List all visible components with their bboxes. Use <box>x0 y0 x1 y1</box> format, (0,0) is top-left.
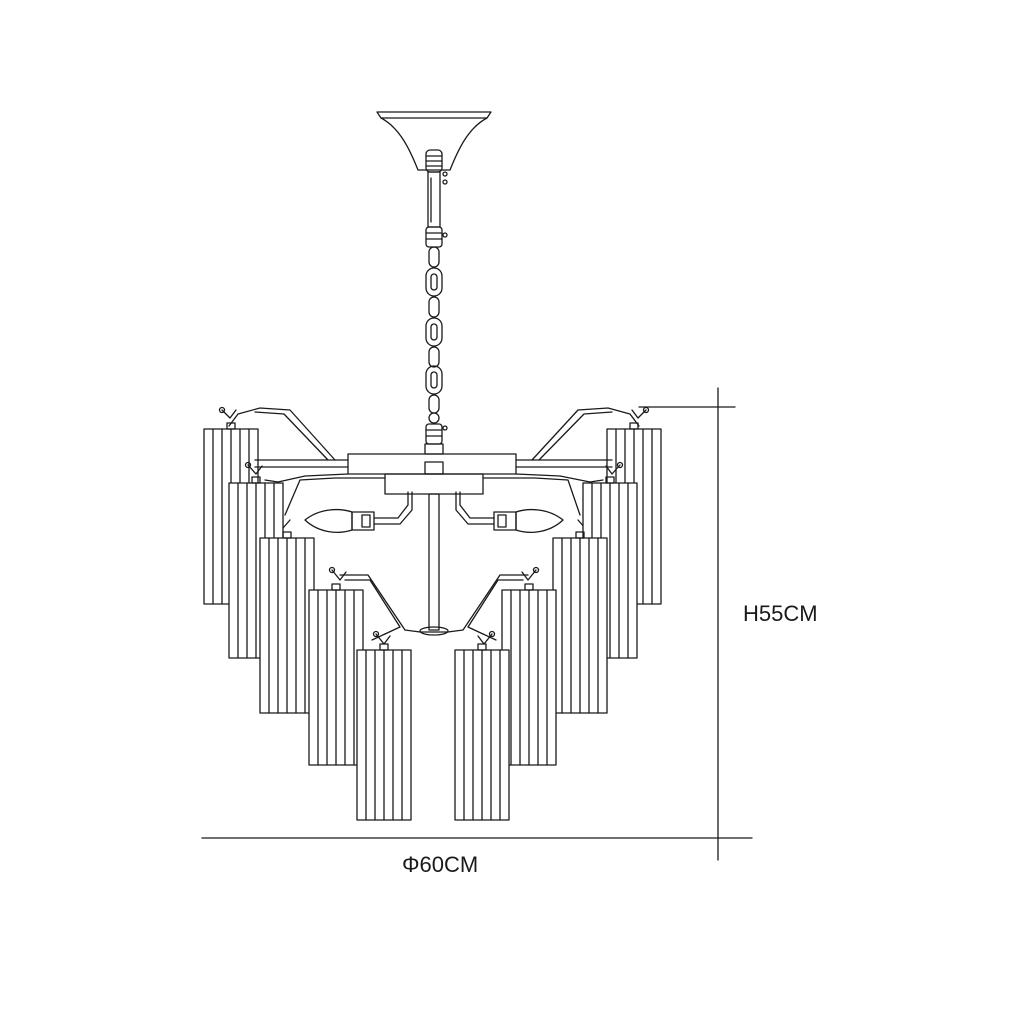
hanging-rod <box>425 149 448 248</box>
crystal-prism-r3 <box>552 537 608 714</box>
middle-arms <box>264 473 604 516</box>
crystal-prism-r4 <box>501 589 557 766</box>
height-label: H55CM <box>743 601 818 626</box>
diameter-label: Φ60CM <box>402 852 479 877</box>
lower-arms <box>339 574 529 641</box>
upper-arms <box>228 406 736 468</box>
candle-bulb-right <box>455 491 564 533</box>
ceiling-canopy <box>376 111 492 171</box>
crystal-prism-l4 <box>308 589 364 766</box>
crystal-prism-l3 <box>259 537 315 714</box>
crystal-prism-l5 <box>356 649 412 821</box>
crystal-prism-r5 <box>454 649 510 821</box>
candle-bulb-left <box>304 491 413 533</box>
chain <box>425 246 448 445</box>
central-hub <box>347 443 517 631</box>
prism-hooks <box>226 422 639 651</box>
